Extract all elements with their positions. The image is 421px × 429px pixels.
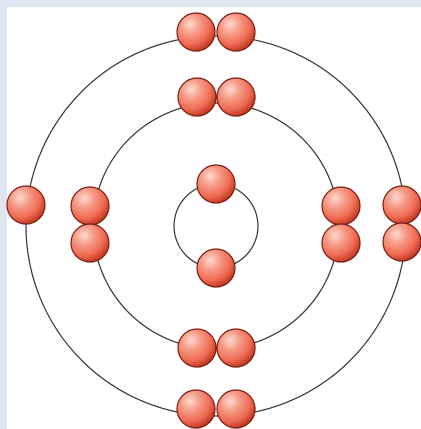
- electron: [383, 186, 421, 224]
- middle-orbit: [93, 103, 339, 349]
- electron: [197, 249, 235, 287]
- outer-shell-electrons: [7, 13, 421, 428]
- electron: [322, 224, 360, 262]
- electron: [383, 223, 421, 261]
- electron: [217, 78, 255, 116]
- inner-shell-electrons: [197, 165, 235, 287]
- electron: [217, 329, 255, 367]
- electron: [197, 165, 235, 203]
- electron: [71, 187, 109, 225]
- electron: [177, 390, 215, 428]
- electron: [71, 224, 109, 262]
- electron: [217, 390, 255, 428]
- electron: [177, 13, 215, 51]
- electron: [178, 78, 216, 116]
- electron: [7, 186, 45, 224]
- middle-shell-electrons: [71, 78, 360, 367]
- electron: [217, 13, 255, 51]
- electron: [178, 329, 216, 367]
- electron: [322, 187, 360, 225]
